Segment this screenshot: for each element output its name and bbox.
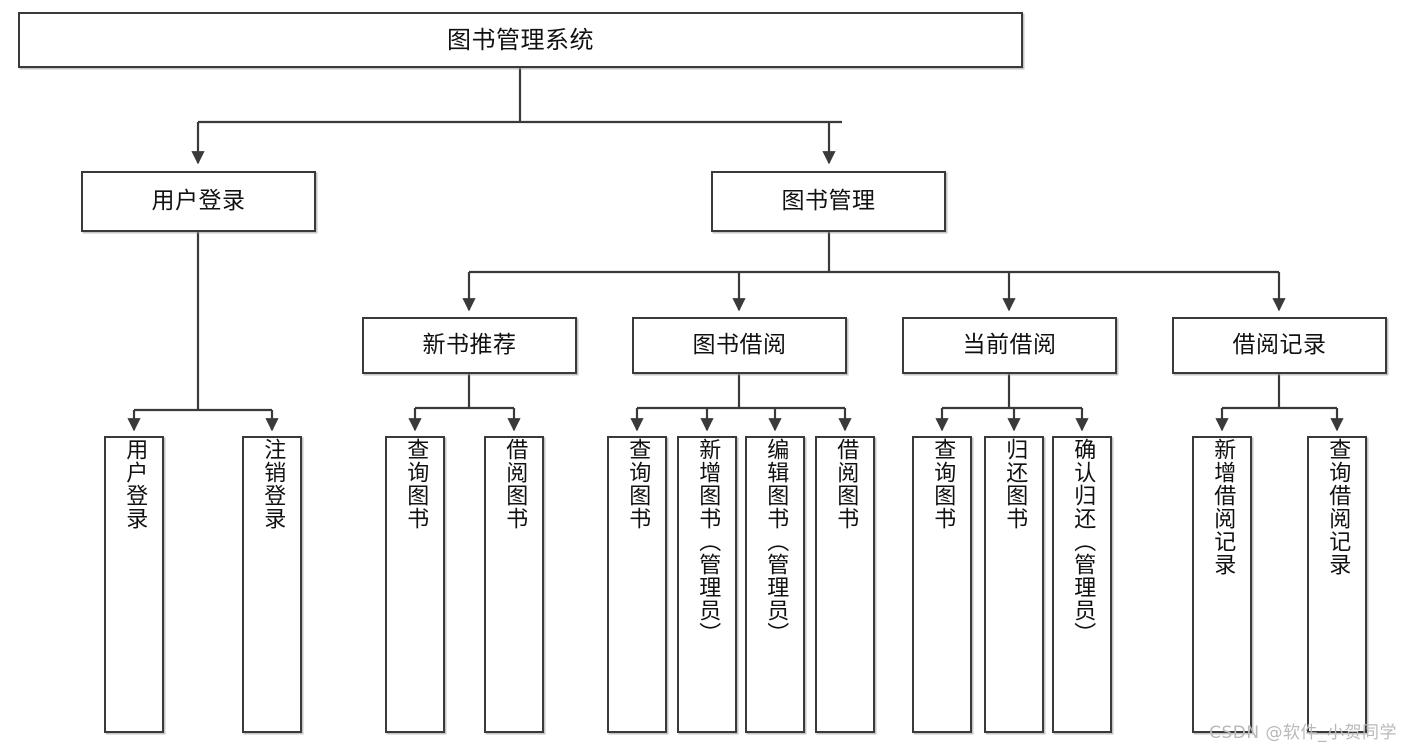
leaf-confirm-return[interactable]: 确认归还（管理员）	[1052, 436, 1112, 733]
leaf-edit-book-label: 编辑图书（管理员）	[763, 438, 789, 645]
leaf-query-book-3[interactable]: 查询图书	[912, 436, 972, 733]
leaf-logout[interactable]: 注销登录	[242, 436, 302, 733]
node-root-label: 图书管理系统	[447, 25, 594, 54]
leaf-query-book-1-label: 查询图书	[403, 438, 429, 530]
node-book-manage[interactable]: 图书管理	[711, 171, 946, 232]
node-book-manage-label: 图书管理	[781, 187, 876, 214]
leaf-confirm-return-label: 确认归还（管理员）	[1070, 438, 1096, 645]
leaf-borrow-book-1[interactable]: 借阅图书	[484, 436, 544, 733]
leaf-add-book-label: 新增图书（管理员）	[695, 438, 721, 645]
leaf-user-login[interactable]: 用户登录	[104, 436, 164, 733]
node-new-book-rec[interactable]: 新书推荐	[362, 317, 577, 374]
leaf-return-book-label: 归还图书	[1002, 438, 1028, 530]
node-current-borrow[interactable]: 当前借阅	[902, 317, 1117, 374]
node-user-login-label: 用户登录	[151, 187, 246, 214]
leaf-edit-book[interactable]: 编辑图书（管理员）	[745, 436, 805, 733]
leaf-borrow-book-2[interactable]: 借阅图书	[815, 436, 875, 733]
leaf-user-login-label: 用户登录	[122, 438, 148, 530]
node-user-login[interactable]: 用户登录	[81, 171, 316, 232]
leaf-add-record-label: 新增借阅记录	[1210, 438, 1236, 576]
csdn-watermark: CSDN @软件_小贺同学	[1209, 723, 1397, 743]
leaf-query-record[interactable]: 查询借阅记录	[1307, 436, 1367, 733]
leaf-add-book[interactable]: 新增图书（管理员）	[677, 436, 737, 733]
node-book-borrow[interactable]: 图书借阅	[632, 317, 847, 374]
leaf-query-book-3-label: 查询图书	[930, 438, 956, 530]
node-root[interactable]: 图书管理系统	[18, 12, 1023, 68]
node-borrow-record-label: 借阅记录	[1232, 331, 1327, 358]
node-borrow-record[interactable]: 借阅记录	[1172, 317, 1387, 374]
leaf-query-book-2-label: 查询图书	[625, 438, 651, 530]
node-book-borrow-label: 图书借阅	[692, 331, 787, 358]
node-current-borrow-label: 当前借阅	[962, 331, 1057, 358]
leaf-add-record[interactable]: 新增借阅记录	[1192, 436, 1252, 733]
leaf-return-book[interactable]: 归还图书	[984, 436, 1044, 733]
leaf-query-record-label: 查询借阅记录	[1325, 438, 1351, 576]
leaf-query-book-1[interactable]: 查询图书	[385, 436, 445, 733]
leaf-logout-label: 注销登录	[260, 438, 286, 530]
leaf-query-book-2[interactable]: 查询图书	[607, 436, 667, 733]
leaf-borrow-book-1-label: 借阅图书	[502, 438, 528, 530]
node-new-book-rec-label: 新书推荐	[422, 331, 517, 358]
leaf-borrow-book-2-label: 借阅图书	[833, 438, 859, 530]
